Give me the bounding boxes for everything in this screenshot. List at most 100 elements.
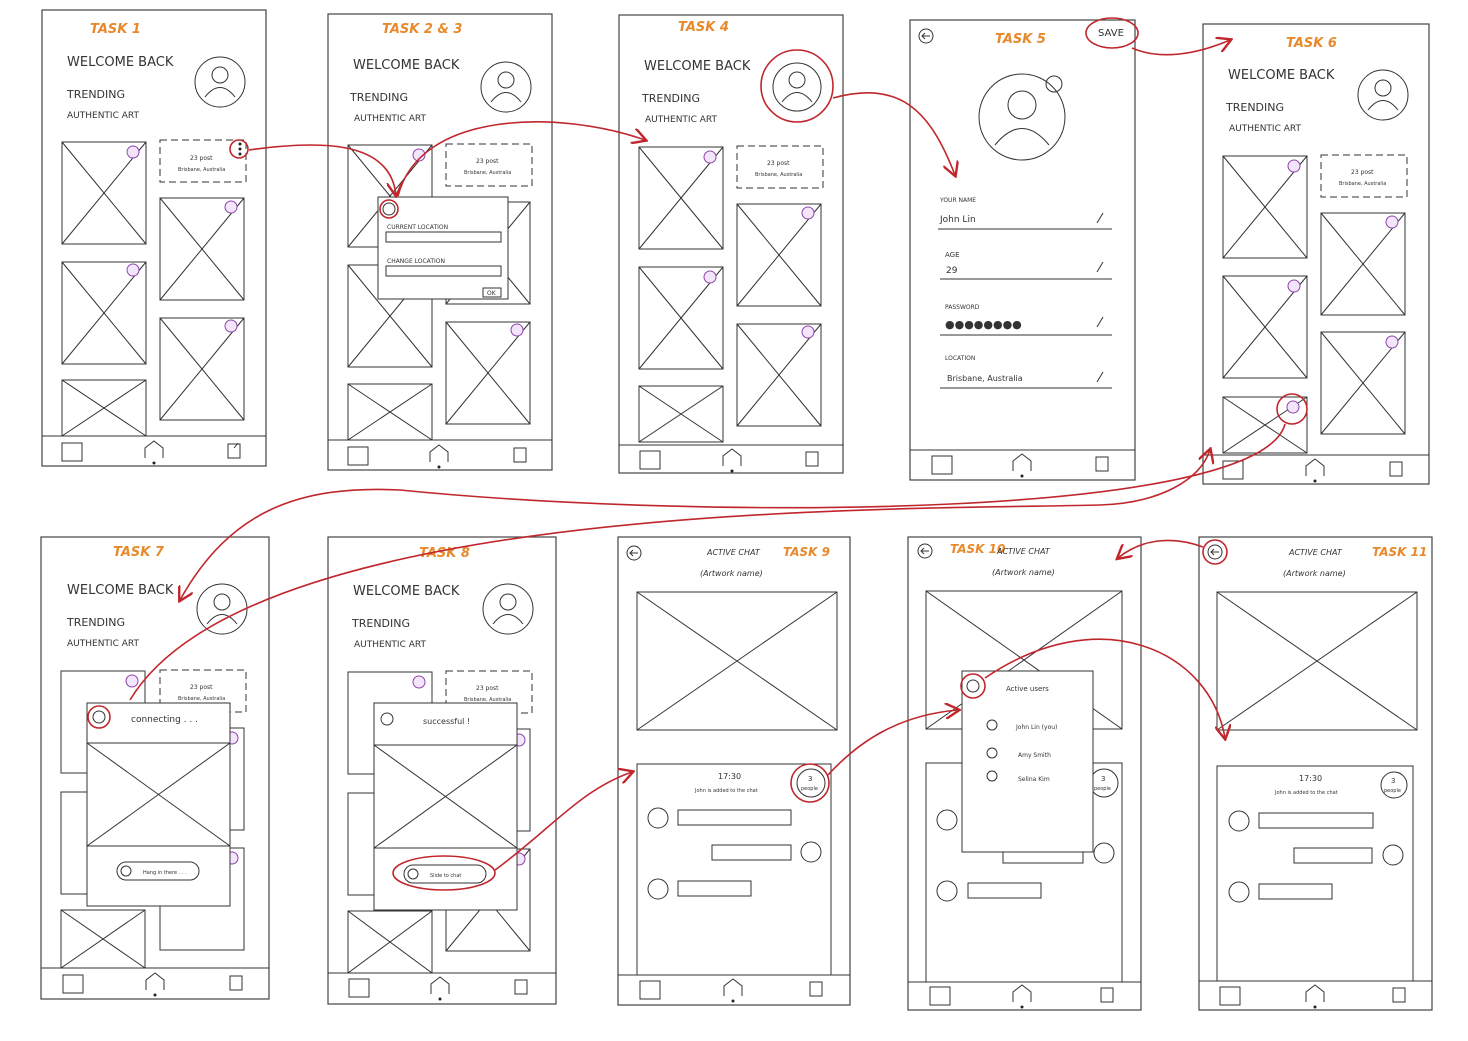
chat-bubble-icon[interactable]	[703, 150, 717, 164]
user-list-item[interactable]: John Lin (you)	[986, 719, 1057, 731]
home-icon[interactable]	[1012, 453, 1032, 471]
upload-icon[interactable]	[229, 975, 243, 991]
home-icon[interactable]	[430, 976, 450, 994]
people-count-badge[interactable]: 3 people	[796, 768, 826, 798]
shop-icon[interactable]	[639, 980, 661, 1000]
upload-icon[interactable]	[514, 979, 528, 995]
shop-icon[interactable]	[62, 974, 84, 994]
image-placeholder[interactable]	[61, 141, 147, 245]
chat-bubble-icon[interactable]	[224, 200, 238, 214]
close-icon[interactable]	[382, 202, 396, 216]
home-icon[interactable]	[144, 440, 164, 458]
image-placeholder[interactable]	[159, 197, 245, 301]
current-location-field[interactable]	[385, 231, 502, 243]
chat-bubble-icon[interactable]	[126, 263, 140, 277]
home-icon[interactable]	[1012, 984, 1032, 1002]
chat-bubble-icon[interactable]	[412, 148, 426, 162]
chat-bubble-icon[interactable]	[412, 675, 426, 689]
image-placeholder[interactable]	[638, 266, 724, 370]
shop-icon[interactable]	[347, 446, 369, 466]
artwork-image[interactable]	[1216, 591, 1418, 731]
avatar[interactable]	[482, 583, 534, 635]
upload-icon[interactable]	[1100, 987, 1114, 1003]
image-placeholder[interactable]	[445, 321, 531, 425]
chat-bubble-icon[interactable]	[703, 270, 717, 284]
image-placeholder[interactable]	[1222, 275, 1308, 379]
chat-bubble-icon[interactable]	[224, 319, 238, 333]
ok-button[interactable]	[482, 287, 502, 298]
home-icon[interactable]	[145, 972, 165, 990]
profile-field[interactable]: PASSWORD ●●●●●●●●	[940, 304, 1112, 336]
avatar[interactable]	[194, 56, 246, 108]
shop-icon[interactable]	[61, 442, 83, 462]
profile-field[interactable]: LOCATION Brisbane, Australia	[940, 355, 1112, 389]
avatar[interactable]	[480, 61, 532, 113]
home-icon[interactable]	[723, 978, 743, 996]
upload-icon[interactable]	[1095, 456, 1109, 472]
upload-icon[interactable]	[1389, 461, 1403, 477]
image-placeholder[interactable]	[61, 261, 147, 365]
chat-bubble-icon[interactable]	[125, 674, 139, 688]
home-icon[interactable]	[722, 448, 742, 466]
shop-icon[interactable]	[639, 450, 661, 470]
chat-bubble-icon[interactable]	[801, 325, 815, 339]
image-placeholder[interactable]	[1320, 212, 1406, 316]
shop-icon[interactable]	[931, 455, 953, 475]
chat-bubble-icon[interactable]	[1385, 215, 1399, 229]
profile-field[interactable]: AGE 29	[940, 251, 1112, 280]
post-info-card[interactable]: 23 post Brisbane, Australia	[736, 145, 824, 189]
home-icon[interactable]	[429, 444, 449, 462]
profile-avatar[interactable]	[978, 73, 1066, 161]
image-placeholder[interactable]	[736, 203, 822, 307]
upload-icon[interactable]	[809, 981, 823, 997]
home-icon[interactable]	[1305, 458, 1325, 476]
artwork-image[interactable]	[636, 591, 838, 731]
shop-icon[interactable]	[348, 978, 370, 998]
image-placeholder[interactable]	[1222, 396, 1308, 454]
image-placeholder[interactable]	[1320, 331, 1406, 435]
post-info-card[interactable]: 23 post Brisbane, Australia	[1320, 154, 1408, 198]
home-icon[interactable]	[1305, 984, 1325, 1002]
chat-bubble-icon[interactable]	[1286, 400, 1300, 414]
hang-in-there-slider[interactable]	[116, 861, 200, 881]
upload-icon[interactable]	[805, 451, 819, 467]
shop-icon[interactable]	[929, 986, 951, 1006]
change-location-field[interactable]	[385, 265, 502, 277]
chat-bubble-icon[interactable]	[510, 323, 524, 337]
user-list-item[interactable]: Selina Kim	[986, 770, 1050, 783]
chat-bubble-icon[interactable]	[1385, 335, 1399, 349]
post-info-card[interactable]: 23 post Brisbane, Australia	[159, 139, 247, 183]
edit-photo-icon[interactable]	[1045, 75, 1063, 93]
close-icon[interactable]	[92, 710, 106, 724]
avatar[interactable]	[196, 583, 248, 635]
image-placeholder[interactable]	[638, 385, 724, 443]
avatar[interactable]	[772, 62, 822, 112]
chat-bubble-icon[interactable]	[1287, 279, 1301, 293]
profile-field[interactable]: YOUR NAME John Lin	[938, 197, 1112, 230]
chat-bubble-icon[interactable]	[126, 145, 140, 159]
people-count-badge[interactable]: 3 people	[1380, 771, 1408, 799]
slide-to-chat-slider[interactable]	[403, 864, 487, 884]
close-icon[interactable]	[380, 712, 394, 726]
save-button[interactable]: SAVE	[1098, 28, 1124, 39]
back-icon[interactable]	[1207, 544, 1223, 560]
post-info-card[interactable]: 23 post Brisbane, Australia	[445, 143, 533, 187]
image-placeholder[interactable]	[638, 146, 724, 250]
upload-icon[interactable]	[1392, 987, 1406, 1003]
chat-bubble-icon[interactable]	[1287, 159, 1301, 173]
chat-bubble-icon[interactable]	[801, 206, 815, 220]
back-icon[interactable]	[917, 543, 933, 559]
user-list-item[interactable]: Amy Smith	[986, 747, 1051, 759]
more-options-icon[interactable]	[238, 142, 242, 156]
back-icon[interactable]	[918, 28, 934, 44]
image-placeholder[interactable]	[1222, 155, 1308, 259]
shop-icon[interactable]	[1222, 460, 1244, 480]
image-placeholder[interactable]	[159, 317, 245, 421]
shop-icon[interactable]	[1219, 986, 1241, 1006]
avatar[interactable]	[1357, 69, 1409, 121]
upload-icon[interactable]	[227, 442, 241, 459]
close-icon[interactable]	[966, 679, 980, 693]
back-icon[interactable]	[626, 545, 642, 561]
image-placeholder[interactable]	[736, 323, 822, 427]
upload-icon[interactable]	[513, 447, 527, 463]
